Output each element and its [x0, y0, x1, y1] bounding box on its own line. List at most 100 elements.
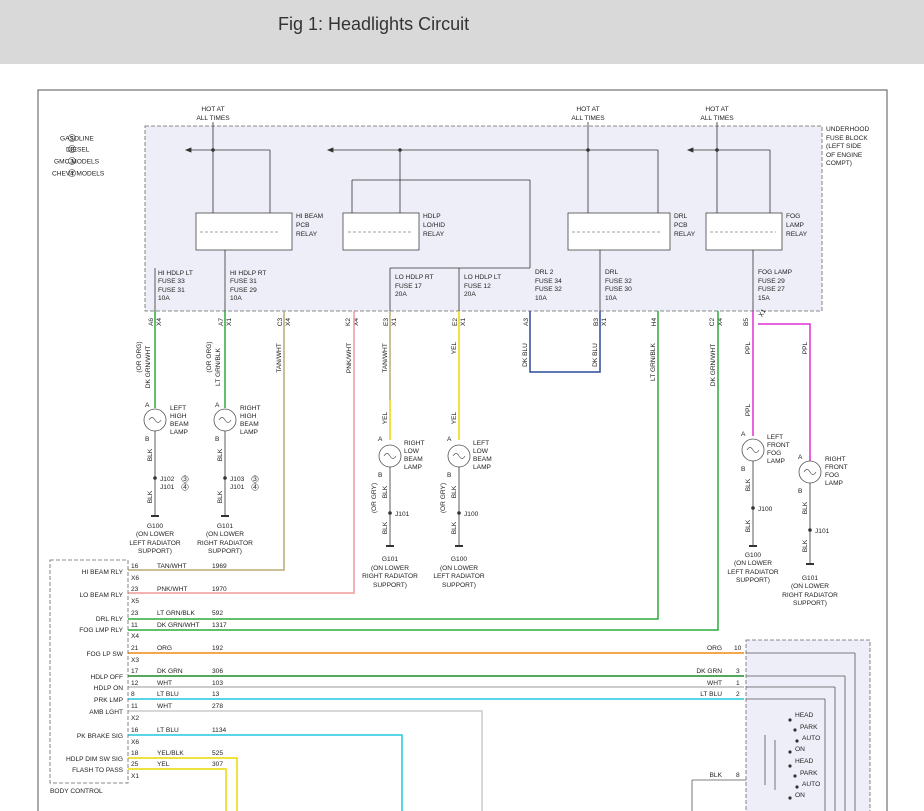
bcm-inputs: HI BEAM RLY 16 X6 TAN/WHT 1969 LO BEAM R…	[66, 563, 227, 780]
fuse-block-label: UNDERHOOD	[826, 126, 869, 133]
bcm-input-label: PRK LMP	[94, 697, 124, 704]
svg-text:X3: X3	[131, 657, 139, 664]
ground-wires	[154, 431, 811, 563]
svg-text:1134: 1134	[212, 727, 227, 734]
svg-text:3: 3	[183, 476, 187, 483]
headlamp-switch: ORG 10 DK GRN 3 WHT 1 LT BLU 2 BLK 8 HEA…	[691, 639, 871, 811]
ground-label: G100	[451, 556, 467, 563]
bcm-title: BODY CONTROL	[50, 788, 103, 795]
svg-text:WHT: WHT	[157, 703, 172, 710]
wire-label: DK BLU	[522, 343, 529, 367]
svg-text:BLK: BLK	[745, 519, 752, 532]
switch-position: HEAD	[795, 758, 814, 765]
svg-text:23: 23	[131, 586, 139, 593]
relay-label: DRL	[674, 213, 688, 220]
svg-text:103: 103	[212, 680, 223, 687]
splice-label: J100	[758, 506, 773, 513]
ground-label: RIGHT RADIATOR	[197, 540, 253, 547]
splice-label: J101	[815, 528, 830, 535]
wire-label: LT GRN/BLK	[650, 342, 657, 380]
lamp-label: LEFT	[473, 440, 489, 447]
lamp-label: RIGHT	[404, 440, 425, 447]
fuse-label: FUSE 31	[158, 287, 185, 294]
fuse-label: LO HDLP LT	[464, 274, 501, 281]
lamp-label: LAMP	[825, 480, 844, 487]
relay-label: LAMP	[786, 222, 805, 229]
svg-text:ORG: ORG	[157, 645, 172, 652]
svg-text:A: A	[378, 436, 383, 443]
lamp-label: FOG	[825, 472, 839, 479]
wire-label: PPL	[745, 403, 752, 416]
switch-wire-pin: 3	[736, 668, 740, 675]
wire-label: TAN/WHT	[276, 343, 283, 373]
switch-position: AUTO	[802, 781, 820, 788]
switch-wire-pin: 1	[736, 680, 740, 687]
splice-label: J101	[395, 511, 410, 518]
switch-wire-color: ORG	[707, 645, 722, 652]
svg-text:BLK: BLK	[802, 501, 809, 514]
lamp-right-front-fog: AB RIGHT FRONT FOG LAMP	[798, 454, 848, 495]
legend-label: CHEVY MODELS	[52, 171, 105, 178]
splice-label: J101	[160, 484, 175, 491]
wire-white-amb	[128, 710, 483, 811]
lamp-label: RIGHT	[825, 456, 846, 463]
ground-label: LEFT RADIATOR	[433, 573, 485, 580]
wire-dkgreen-fog	[128, 311, 719, 631]
hot-label: HOT AT	[705, 106, 728, 113]
svg-text:A: A	[798, 454, 803, 461]
hot-label: ALL TIMES	[571, 115, 605, 122]
bcm-input-label: HDLP ON	[94, 685, 123, 692]
pin-label: E3	[383, 318, 390, 326]
pin-label: C3	[277, 317, 284, 326]
lamp-left-front-fog: AB LEFT FRONT FOG LAMP	[741, 431, 790, 473]
page-title: Fig 1: Headlights Circuit	[278, 14, 470, 34]
ground-label: G101	[217, 523, 233, 530]
svg-text:(OR GRY): (OR GRY)	[440, 483, 447, 513]
lamp-label: LOW	[473, 448, 489, 455]
bcm-input-label: DRL RLY	[96, 616, 124, 623]
wire-cyan-pk-brake	[128, 734, 403, 811]
diagram-frame	[37, 89, 888, 811]
ground-label: (ON LOWER	[440, 565, 478, 572]
svg-text:12: 12	[131, 680, 139, 687]
ground-label: G101	[802, 575, 818, 582]
svg-text:X4: X4	[131, 633, 139, 640]
switch-position: AUTO	[802, 735, 820, 742]
relay-label: RELAY	[423, 231, 445, 238]
fuse-label: FOG LAMP	[758, 269, 793, 276]
fuse-label: 10A	[605, 295, 617, 302]
svg-text:LT GRN/BLK: LT GRN/BLK	[157, 610, 195, 617]
switch-position: PARK	[800, 724, 818, 731]
hot-label: HOT AT	[576, 106, 599, 113]
lamp-label: RIGHT	[240, 405, 261, 412]
svg-text:16: 16	[131, 563, 139, 570]
fuse-label: FUSE 31	[230, 278, 257, 285]
svg-text:X6: X6	[131, 739, 139, 746]
pin-label: X1	[226, 318, 233, 326]
relay-label: HDLP	[423, 213, 441, 220]
svg-text:BLK: BLK	[217, 448, 224, 461]
svg-text:A: A	[215, 402, 220, 409]
relay-hdlp: HDLP LO/HID RELAY	[342, 212, 445, 251]
bcm-input-label: PK BRAKE SIG	[77, 733, 123, 740]
svg-text:X6: X6	[131, 575, 139, 582]
relay-fog-lamp: FOG LAMP RELAY	[705, 212, 808, 251]
ground-label: (ON LOWER	[136, 531, 174, 538]
splice-label: J100	[464, 511, 479, 518]
legend-label: GMC MODELS	[54, 159, 100, 166]
svg-text:B: B	[741, 466, 746, 473]
svg-text:A: A	[145, 402, 150, 409]
wire-tan-hi-beam	[128, 311, 285, 571]
svg-text:BLK: BLK	[147, 490, 154, 503]
fuse-block-label: OF ENGINE	[826, 152, 863, 159]
fuse-label: LO HDLP RT	[395, 274, 434, 281]
fuse-block-label: COMPT)	[826, 160, 852, 167]
wire-labels: DK GRN/WHT (OR ORG) LT GRN/BLK (OR ORG) …	[136, 341, 809, 424]
svg-text:BLK: BLK	[382, 485, 389, 498]
svg-text:16: 16	[131, 727, 139, 734]
svg-text:X1: X1	[131, 773, 139, 780]
bcm-input-label: AMB LGHT	[89, 709, 123, 716]
fuse-label: FUSE 34	[535, 278, 562, 285]
relay-hi-beam: HI BEAM PCB RELAY	[195, 212, 323, 251]
lamp-label: LAMP	[767, 458, 786, 465]
